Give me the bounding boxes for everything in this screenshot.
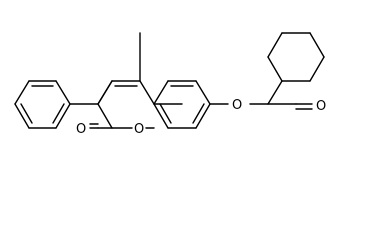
benzo-ring (153, 80, 211, 129)
ester-oxygen-label: O (232, 98, 242, 113)
bond (14, 80, 30, 105)
bond (55, 103, 71, 129)
phenyl-ring (14, 80, 71, 129)
double-bond-inner (52, 103, 65, 124)
carbonyl-oxygen-label: O (76, 122, 86, 137)
pyranone-ring (89, 80, 155, 129)
bond (267, 32, 283, 58)
bond (195, 103, 211, 129)
bond (267, 56, 283, 82)
bond (55, 80, 71, 105)
cyclohexyl-ring (267, 32, 325, 82)
bond (195, 80, 211, 105)
molecule-drawing: O O O O (14, 32, 326, 137)
double-bond-inner (20, 103, 33, 124)
ester-group (209, 80, 313, 110)
bond (97, 80, 113, 105)
double-bond-inner (159, 103, 172, 124)
double-bond-inner (192, 103, 205, 124)
bond (267, 80, 283, 105)
bond (309, 32, 325, 58)
bond (97, 103, 113, 129)
bond (14, 103, 30, 129)
bond (309, 56, 325, 82)
ring-oxygen-label: O (134, 122, 144, 137)
ester-carbonyl-oxygen-label: O (316, 99, 326, 114)
structure-diagram: O O O O (14, 32, 327, 137)
bond (153, 80, 169, 105)
bond (153, 103, 169, 129)
bond (139, 80, 155, 105)
